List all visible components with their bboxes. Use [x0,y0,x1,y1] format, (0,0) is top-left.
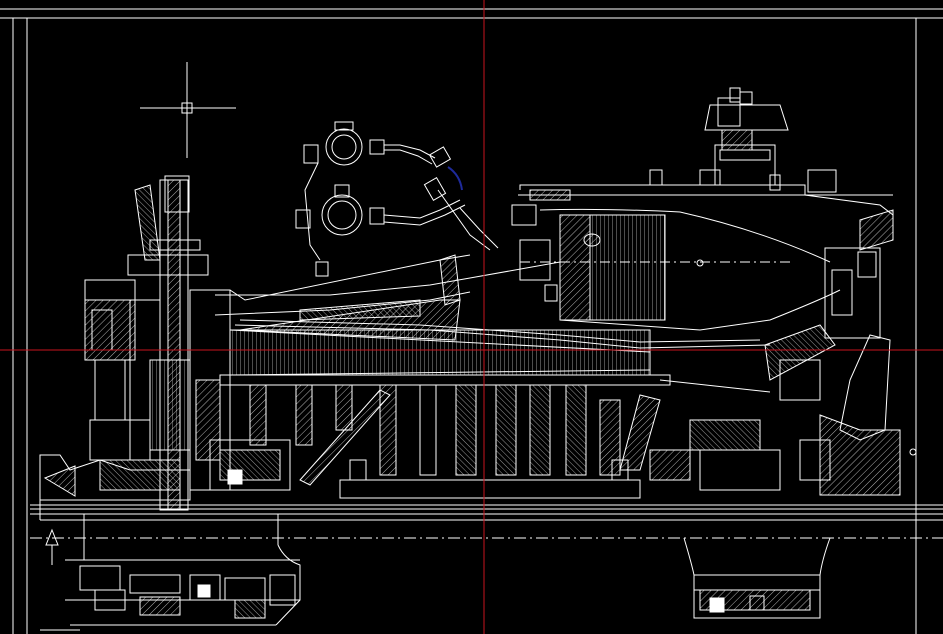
burner-housing [704,87,789,186]
combustor-section [518,169,894,331]
axis-marker-icon [45,528,59,565]
compressor-blade-row [219,329,671,386]
intake-assembly [39,175,291,511]
base-frame [30,500,943,626]
highlighted-pipe-segment[interactable] [447,166,463,191]
ucs-cursor-icon [140,62,236,158]
compressor-rotor-disks [249,384,661,499]
turbine-exhaust-section [649,247,917,496]
drawing-frame [0,8,943,634]
fuel-manifold-piping [295,121,558,302]
lower-bearing-housing [79,565,811,619]
